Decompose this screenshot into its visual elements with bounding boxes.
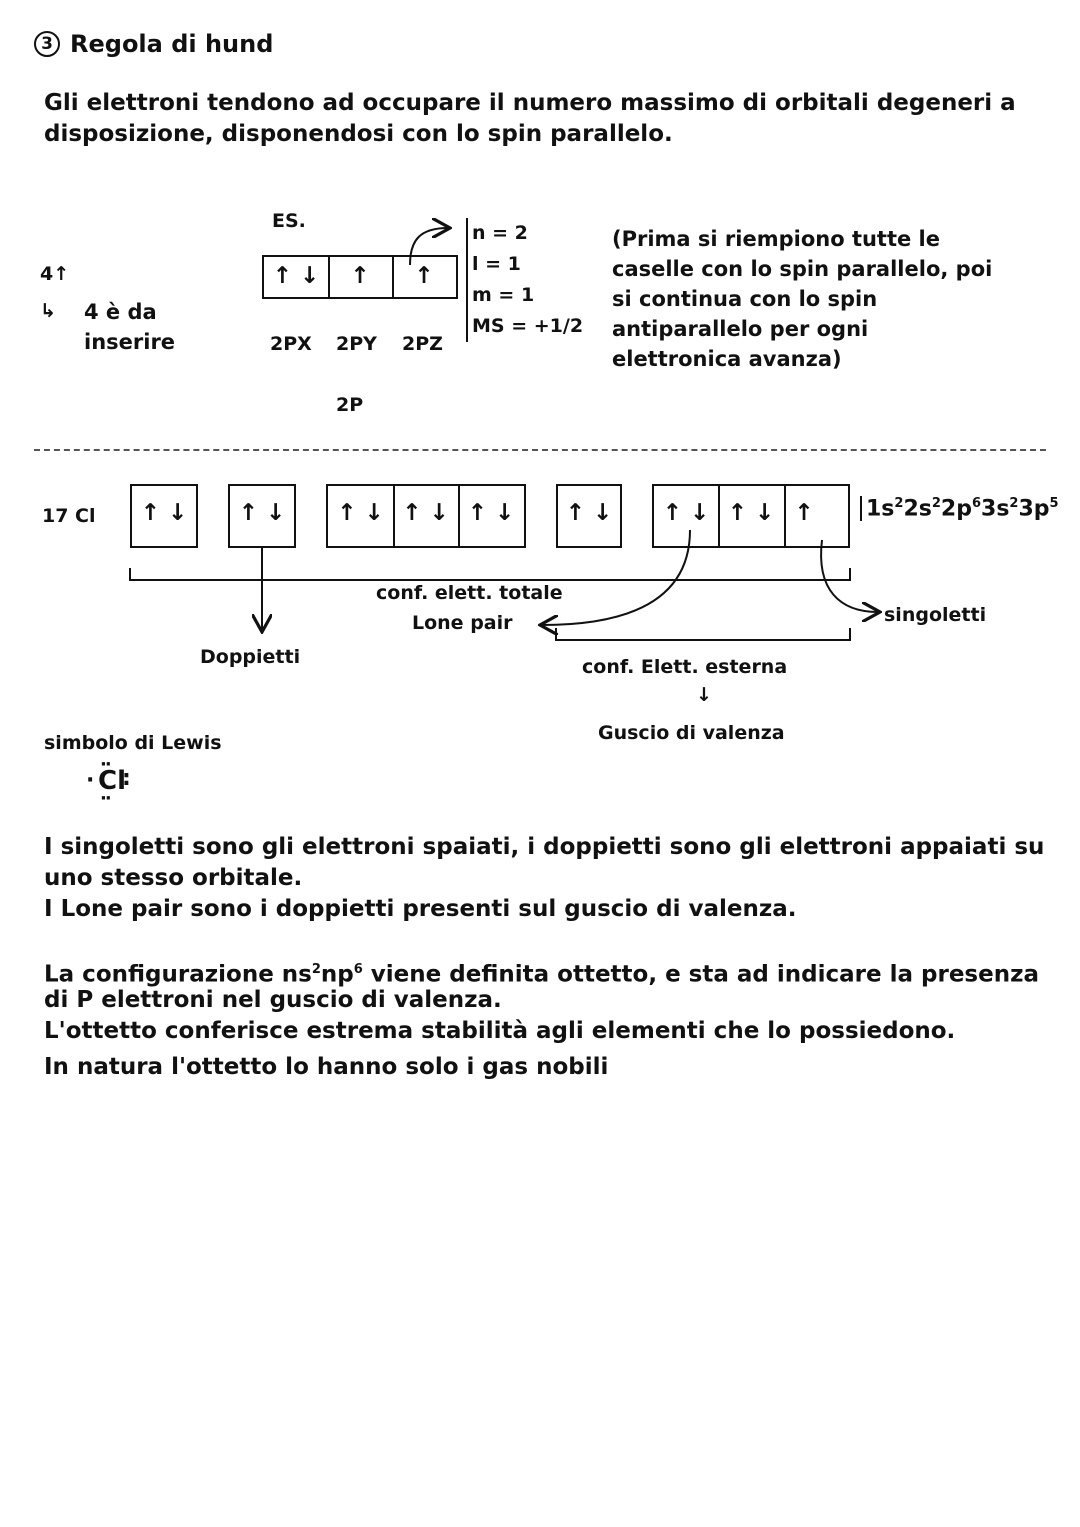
total-config-bracket — [129, 568, 851, 581]
hund-note-line-3: si continua con lo spin — [612, 287, 878, 311]
singoletti-arrow — [820, 539, 878, 612]
config-2s: 2s — [903, 496, 932, 522]
config-1s: 1s — [866, 496, 895, 522]
section-title-text: Regola di hund — [70, 30, 274, 58]
orbital-3s: ↑ ↓ — [556, 484, 622, 548]
body-line-3: I Lone pair sono i doppietti presenti su… — [44, 896, 797, 922]
orbital-2s: ↑ ↓ — [228, 484, 296, 548]
hund-note-line-5: elettronica avanza) — [612, 347, 842, 371]
orbital-2py: ↑ — [350, 263, 370, 289]
orbital-2p-2: ↑ ↓ — [402, 500, 449, 526]
label-2pz: 2PZ — [402, 333, 443, 355]
annotation-lines — [129, 0, 1080, 641]
external-config-label: conf. Elett. esterna — [582, 656, 788, 678]
quantum-numbers: n = 2 l = 1 m = 1 MS = +1/2 — [466, 218, 583, 342]
config-3p-exp: 5 — [1049, 496, 1059, 511]
label-2px: 2PX — [270, 333, 312, 355]
quantum-l: l = 1 — [472, 253, 521, 275]
singoletti-label: singoletti — [884, 604, 987, 626]
lewis-dots-top: ·· — [100, 754, 112, 775]
lewis-dot-left: · — [86, 768, 95, 793]
orbital-2p-group: ↑ ↓ ↑ ↓ ↑ ↓ — [326, 484, 526, 548]
intro-line-2: disposizione, disponendosi con lo spin p… — [44, 121, 673, 147]
octet-np: np — [320, 961, 354, 988]
orbital-3p-1: ↑ ↓ — [662, 500, 710, 526]
octet-line-4: In natura l'ottetto lo hanno solo i gas … — [44, 1054, 609, 1080]
doppietti-label: Doppietti — [200, 646, 301, 668]
orbital-1s: ↑ ↓ — [130, 484, 198, 548]
orbital-3p-3: ↑ — [794, 500, 814, 526]
lewis-label: simbolo di Lewis — [44, 732, 222, 754]
label-2py: 2PY — [336, 333, 377, 355]
orbital-2pz: ↑ — [414, 263, 434, 289]
quantum-ms: MS = +1/2 — [472, 315, 584, 337]
octet-line-3: L'ottetto conferisce estrema stabilità a… — [44, 1018, 956, 1044]
config-2p: 2p — [940, 496, 972, 522]
orbital-1s-spins: ↑ ↓ — [140, 500, 188, 526]
section-number: 3 — [34, 31, 60, 57]
lewis-dots-right: : — [122, 766, 131, 791]
quantum-n: n = 2 — [472, 222, 528, 244]
config-1s-exp: 2 — [894, 496, 904, 511]
hook-arrow-icon: ↳ — [40, 300, 56, 322]
dashed-separator — [34, 449, 1046, 451]
total-config-label: conf. elett. totale — [376, 582, 563, 604]
label-2p: 2P — [336, 394, 364, 416]
config-2s-exp: 2 — [931, 496, 941, 511]
octet-line-1: La configurazione ns2np6 viene definita … — [44, 954, 1039, 991]
lone-pair-label: Lone pair — [412, 612, 513, 634]
orbital-3p-2: ↑ ↓ — [727, 500, 775, 526]
hund-note-line-1: (Prima si riempiono tutte le — [612, 227, 941, 251]
intro-line-1: Gli elettroni tendono ad occupare il num… — [44, 90, 1016, 116]
lewis-dots-bottom: ·· — [100, 788, 112, 809]
quantum-arrow — [409, 228, 448, 266]
config-3s-exp: 2 — [1009, 496, 1019, 511]
section-title: 3 Regola di hund — [34, 30, 273, 58]
left-note-line-2: inserire — [84, 330, 176, 354]
hund-note-line-4: antiparallelo per ogni — [612, 317, 869, 341]
hund-note: (Prima si riempiono tutte le caselle con… — [612, 224, 992, 374]
orbital-3s-spins: ↑ ↓ — [565, 500, 613, 526]
left-note-line-1: 4 è da — [84, 300, 157, 324]
valence-shell-label: Guscio di valenza — [598, 722, 785, 744]
hund-note-line-2: caselle con lo spin parallelo, poi — [612, 257, 993, 281]
config-3s: 3s — [981, 496, 1010, 522]
orbital-box-2p: ↑ ↓ ↑ ↑ — [262, 255, 458, 299]
electron-configuration: 1s22s22p63s23p5 — [860, 496, 1059, 522]
octet-exp-1: 2 — [311, 962, 321, 977]
left-arrow-note: 4↑ — [40, 263, 70, 285]
octet-exp-2: 6 — [353, 962, 363, 977]
chlorine-label: 17 Cl — [42, 505, 96, 527]
orbital-2s-spins: ↑ ↓ — [238, 500, 286, 526]
config-3p: 3p — [1018, 496, 1050, 522]
octet-prefix: La configurazione ns — [44, 961, 312, 988]
octet-suffix: viene definita ottetto, e sta ad indicar… — [362, 961, 1039, 988]
orbital-2p-1: ↑ ↓ — [337, 500, 384, 526]
octet-line-2: di P elettroni nel guscio di valenza. — [44, 987, 502, 1013]
example-label: ES. — [272, 210, 306, 232]
orbital-2px: ↑ ↓ — [272, 263, 320, 289]
lone-pair-arrow — [542, 529, 691, 625]
lewis-element: Cl — [98, 766, 126, 796]
quantum-m: m = 1 — [472, 284, 535, 306]
body-line-2: uno stesso orbitale. — [44, 865, 303, 891]
external-config-bracket — [555, 628, 851, 641]
orbital-2p-3: ↑ ↓ — [467, 500, 515, 526]
orbital-3p-group: ↑ ↓ ↑ ↓ ↑ — [652, 484, 850, 548]
config-2p-exp: 6 — [971, 496, 982, 511]
body-line-1: I singoletti sono gli elettroni spaiati,… — [44, 834, 1045, 860]
down-arrow-icon: ↓ — [696, 684, 712, 706]
